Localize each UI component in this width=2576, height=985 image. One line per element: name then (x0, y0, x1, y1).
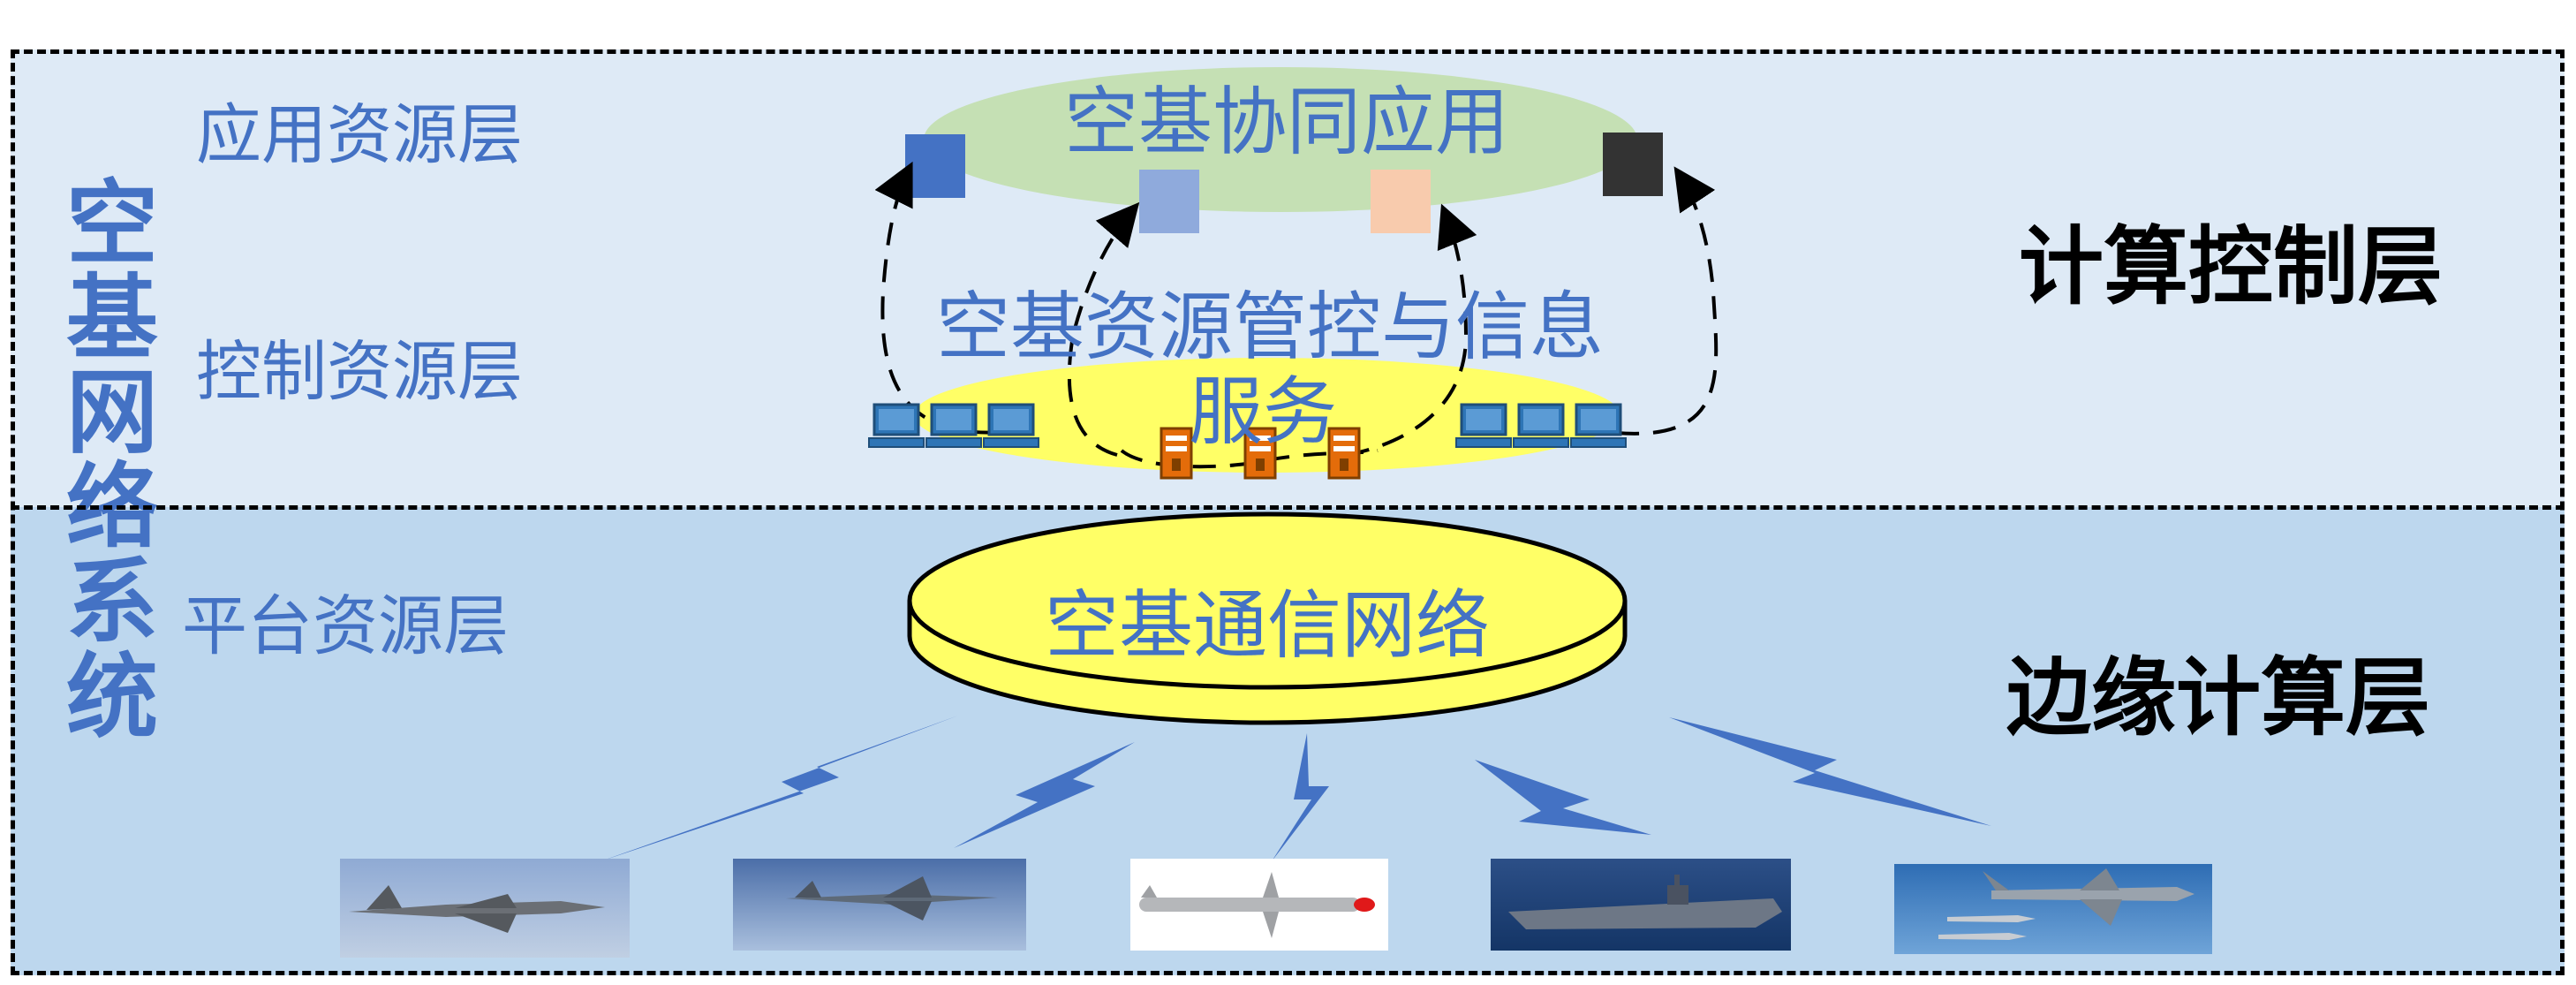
platform-transport-aircraft (1894, 864, 2212, 954)
resource-square-2 (1139, 170, 1199, 233)
system-boundary-frame (11, 49, 2565, 975)
platform-fighter-jet-2 (733, 859, 1026, 951)
lightning-bolt-icon-group (601, 716, 1991, 861)
control-node-label-line1: 空基资源管控与信息 (936, 284, 1605, 370)
resource-square-3 (1371, 170, 1431, 233)
control-ellipse (914, 358, 1620, 473)
platform-fighter-jet-1 (340, 859, 630, 958)
resource-square-1 (905, 134, 965, 198)
missile-icon (1139, 872, 1375, 938)
flow-arrow-right-outer (1615, 166, 1719, 436)
compute-control-tier-label: 计算控制层 (2019, 217, 2443, 316)
control-node-label-line2: 服务 (1188, 368, 1337, 455)
platform-missile (1130, 859, 1388, 951)
flow-arrow-left-inner (1067, 201, 1140, 457)
platform-layer-label: 平台资源层 (182, 588, 509, 664)
fighter-jet-icon (349, 885, 605, 933)
control-layer-label: 控制资源层 (196, 334, 523, 410)
app-ellipse (924, 67, 1637, 212)
transport-aircraft-icon (1938, 868, 2195, 940)
lightning-bolt-icon-4 (1475, 760, 1651, 835)
lightning-bolt-icon-3 (1272, 733, 1329, 861)
platform-aircraft-carrier (1491, 859, 1791, 951)
fighter-jet-icon (786, 876, 998, 921)
resource-square-4 (1603, 133, 1663, 196)
flow-arrow-right-inner (1346, 203, 1477, 457)
lightning-bolt-icon-5 (1669, 717, 1991, 826)
network-node-label: 空基通信网络 (1044, 582, 1490, 669)
app-node-label: 空基协同应用 (1064, 79, 1510, 165)
tier-divider (11, 505, 2565, 510)
network-disk (907, 511, 1628, 725)
application-layer-label: 应用资源层 (196, 97, 523, 173)
lightning-bolt-icon-2 (954, 742, 1135, 848)
edge-compute-tier-label: 边缘计算层 (2006, 648, 2430, 747)
aircraft-carrier-icon (1508, 875, 1782, 929)
